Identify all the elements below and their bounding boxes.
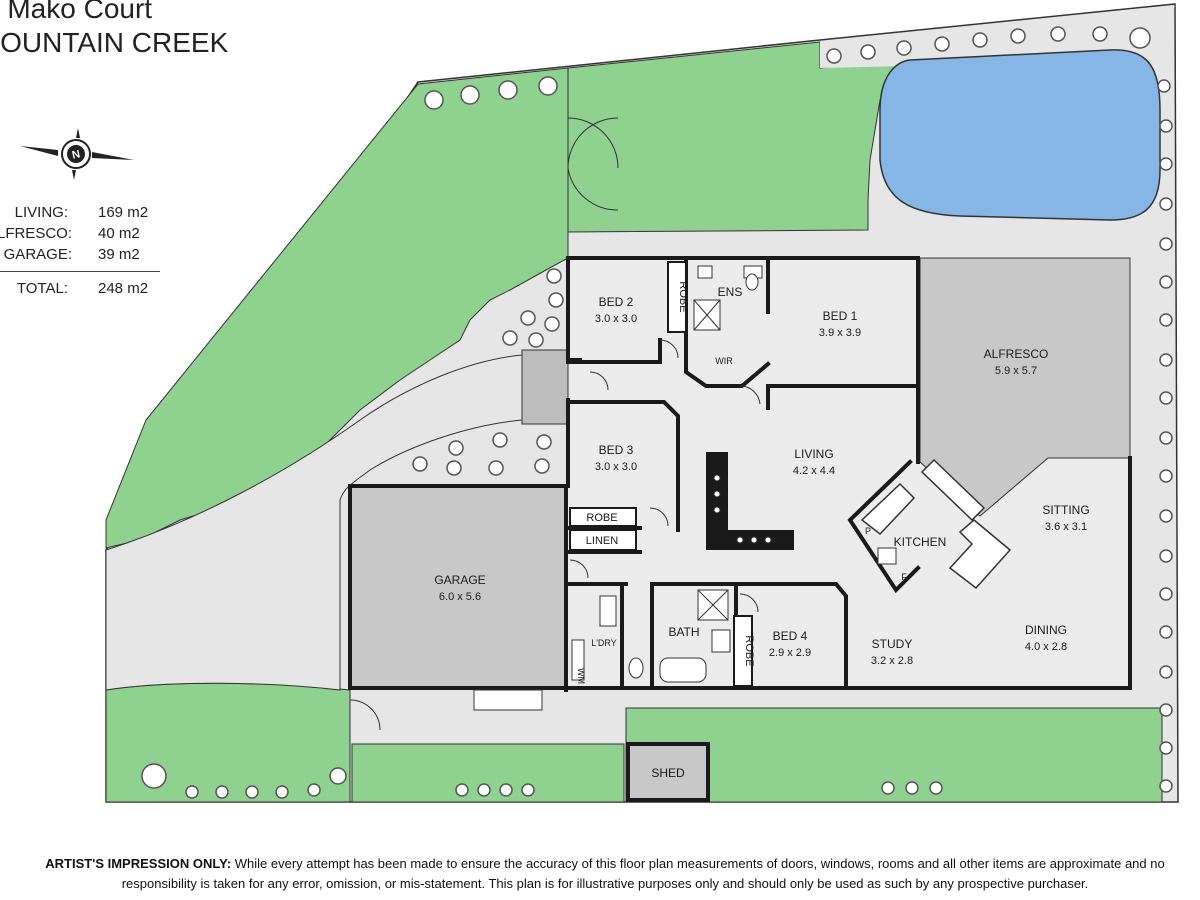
room-name-robe-bed3: ROBE [586,512,617,524]
room-name-study: STUDY [872,637,913,651]
room-size-sitting: 3.6 x 3.1 [1045,521,1087,533]
disclaimer-lead: ARTIST'S IMPRESSION ONLY: [45,856,232,871]
address-line2: FOUNTAIN CREEK [0,27,229,58]
room-name-kitchen: KITCHEN [894,535,947,549]
disclaimer-text: While every attempt has been made to ens… [121,856,1165,891]
robe-block-bed4 [733,615,753,687]
room-size-dining: 4.0 x 2.8 [1025,641,1067,653]
room-size-bed2: 3.0 x 3.0 [595,313,637,325]
compass-icon: N [20,128,134,180]
room-name-shed: SHED [651,766,685,780]
area-row-living: LIVING: 169 m2 [0,202,170,223]
robe-block-bed2 [667,261,687,333]
area-summary: LIVING: 169 m2 ALFRESCO: 40 m2 GARAGE: 3… [0,202,170,299]
lawn-north [567,41,901,233]
living-island [706,452,728,548]
room-name-robe-bed4: ROBE [743,635,755,666]
area-value: 39 m2 [98,246,140,263]
area-label: LIVING: [14,204,68,221]
room-name-wir: WIR [715,356,733,366]
living-island-base [706,530,794,550]
room-name-bed4: BED 4 [773,629,808,643]
area-label: GARAGE: [3,246,72,263]
area-label: ALFRESCO: [0,225,72,242]
garage-window [473,689,543,711]
address-title: 8 Mako Court FOUNTAIN CREEK [0,0,228,60]
room-labels: BED 2 3.0 x 3.0 BED 1 3.9 x 3.9 BED 3 3.… [434,281,1089,780]
bath-fixtures [571,589,731,683]
area-row-garage: GARAGE: 39 m2 [0,244,170,265]
robe-block-bed3 [569,507,637,527]
door-swings [349,117,761,731]
room-name-dining: DINING [1025,623,1067,637]
disclaimer: ARTIST'S IMPRESSION ONLY: While every at… [20,854,1190,894]
area-row-alfresco: ALFRESCO: 40 m2 [0,223,170,244]
room-name-ldry: L'DRY [591,638,617,648]
label-pantry: P [865,526,871,536]
linen-block [569,529,637,551]
room-size-bed3: 3.0 x 3.0 [595,461,637,473]
garage-area [348,484,568,690]
room-name-garage: GARAGE [434,573,485,587]
total-label: TOTAL: [16,280,68,297]
room-name-bath: BATH [668,625,699,639]
room-size-study: 3.2 x 2.8 [871,655,913,667]
room-name-wm: WM [576,668,586,684]
area-divider [0,271,160,272]
room-name-bed1: BED 1 [823,309,858,323]
ensuite-fixtures [693,265,763,331]
room-name-bed3: BED 3 [599,443,634,457]
room-size-garage: 6.0 x 5.6 [439,591,481,603]
room-name-robe-bed2: ROBE [677,281,689,312]
room-name-ens: ENS [718,285,743,299]
kitchen-bench [860,458,1012,590]
area-value: 169 m2 [98,204,149,221]
island-shelves [713,474,772,544]
room-name-linen: LINEN [586,535,618,547]
room-name-bed2: BED 2 [599,295,634,309]
room-name-alfresco: ALFRESCO [984,347,1049,361]
room-size-alfresco: 5.9 x 5.7 [995,365,1037,377]
room-size-bed1: 3.9 x 3.9 [819,327,861,339]
driveway-curve [105,354,523,691]
shrubs [141,26,1173,799]
area-row-total: TOTAL: 248 m2 [0,278,170,299]
label-fridge: F [901,572,907,582]
total-value: 248 m2 [98,280,149,297]
shed [626,742,710,802]
room-name-living: LIVING [794,447,833,461]
compass-label: N [71,148,81,161]
walls [348,256,1132,692]
room-size-bed4: 2.9 x 2.9 [769,647,811,659]
swimming-pool [879,49,1161,221]
address-line1: 8 Mako Court [0,0,153,24]
room-name-sitting: SITTING [1042,503,1089,517]
area-value: 40 m2 [98,225,140,242]
entry-porch [521,349,569,425]
room-size-living: 4.2 x 4.4 [793,465,835,477]
